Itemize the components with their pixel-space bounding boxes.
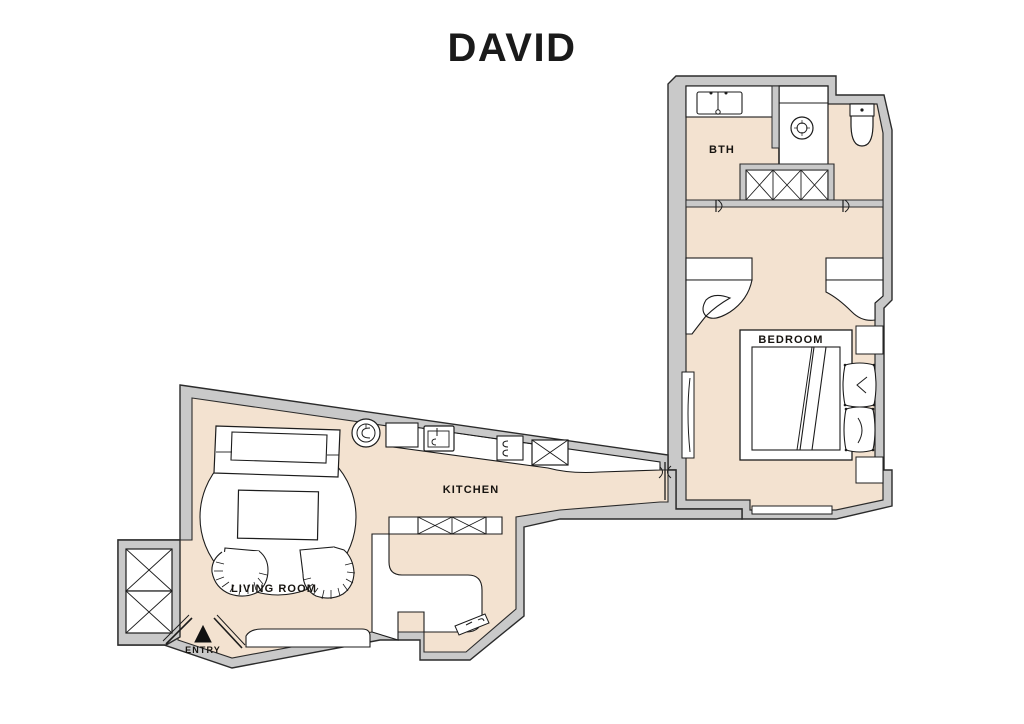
bedroom-notch-upper [855, 325, 884, 355]
bedroom-group: BEDROOM [681, 257, 884, 515]
bath-hall-wall [685, 199, 884, 208]
faucet-knob-right-icon [724, 91, 728, 95]
bath-door-left[interactable] [715, 199, 723, 213]
room-label-bedroom: BEDROOM [758, 334, 823, 346]
bedroom-notch-lower [855, 456, 884, 484]
coffee-table [236, 489, 320, 541]
bedroom-window-left [685, 257, 753, 281]
toilet-flush-icon [860, 108, 864, 112]
faucet-knob-left-icon [709, 91, 713, 95]
window-bench [245, 628, 371, 648]
bathroom-group: BTH [685, 85, 884, 213]
shower-drain-icon [790, 116, 814, 140]
kitchen-lower-cabinet-hatched [417, 516, 487, 535]
burner-2-icon [502, 449, 509, 457]
bedroom-window-bottom [751, 505, 833, 515]
curtain-right [825, 279, 884, 321]
shower-drain-spokes-icon [794, 120, 810, 136]
room-label-bth: BTH [709, 144, 735, 156]
kitchen-upper-cabinet-hatched [531, 439, 569, 466]
shower-stall [778, 85, 829, 174]
room-label-living-room: LIVING ROOM [231, 583, 317, 595]
sink-drain-icon [715, 109, 721, 115]
pillow-lower [843, 406, 876, 453]
bedroom-window-right [825, 257, 884, 281]
kitchen-end-cabinet [385, 422, 419, 448]
room-label-kitchen: KITCHEN [443, 484, 500, 496]
pillow-upper [842, 362, 877, 408]
burner-1-icon [502, 440, 509, 448]
shower-partition-wall [771, 85, 780, 149]
bedroom-niche-drape [687, 377, 691, 453]
side-table-round [351, 418, 381, 448]
living-room-group: LIVING ROOM ENTRY [125, 418, 381, 655]
sofa [213, 425, 341, 478]
bed-blanket-fold [799, 346, 827, 451]
armchair-left [211, 547, 269, 597]
kitchen-cooktop [496, 435, 524, 461]
kitchen-sink-basin [427, 430, 450, 448]
bath-closet-hatched [745, 169, 829, 201]
bed-fold-edge [796, 346, 813, 451]
kitchen-sink-drain-icon [431, 438, 437, 446]
kitchen-alcove [371, 533, 483, 641]
bath-door-right[interactable] [842, 199, 850, 213]
armchair-right [299, 546, 356, 600]
entry-double-door[interactable] [162, 614, 246, 649]
entry-label: ENTRY [185, 645, 221, 655]
curtain-left [685, 279, 753, 335]
page-title: DAVID [447, 26, 577, 70]
bed-mattress [751, 346, 841, 451]
alcove-door[interactable] [454, 613, 490, 636]
entry-closet-hatched [125, 548, 173, 634]
kitchen-group: KITCHEN [371, 422, 661, 641]
entry-marker-triangle-icon [194, 624, 212, 643]
